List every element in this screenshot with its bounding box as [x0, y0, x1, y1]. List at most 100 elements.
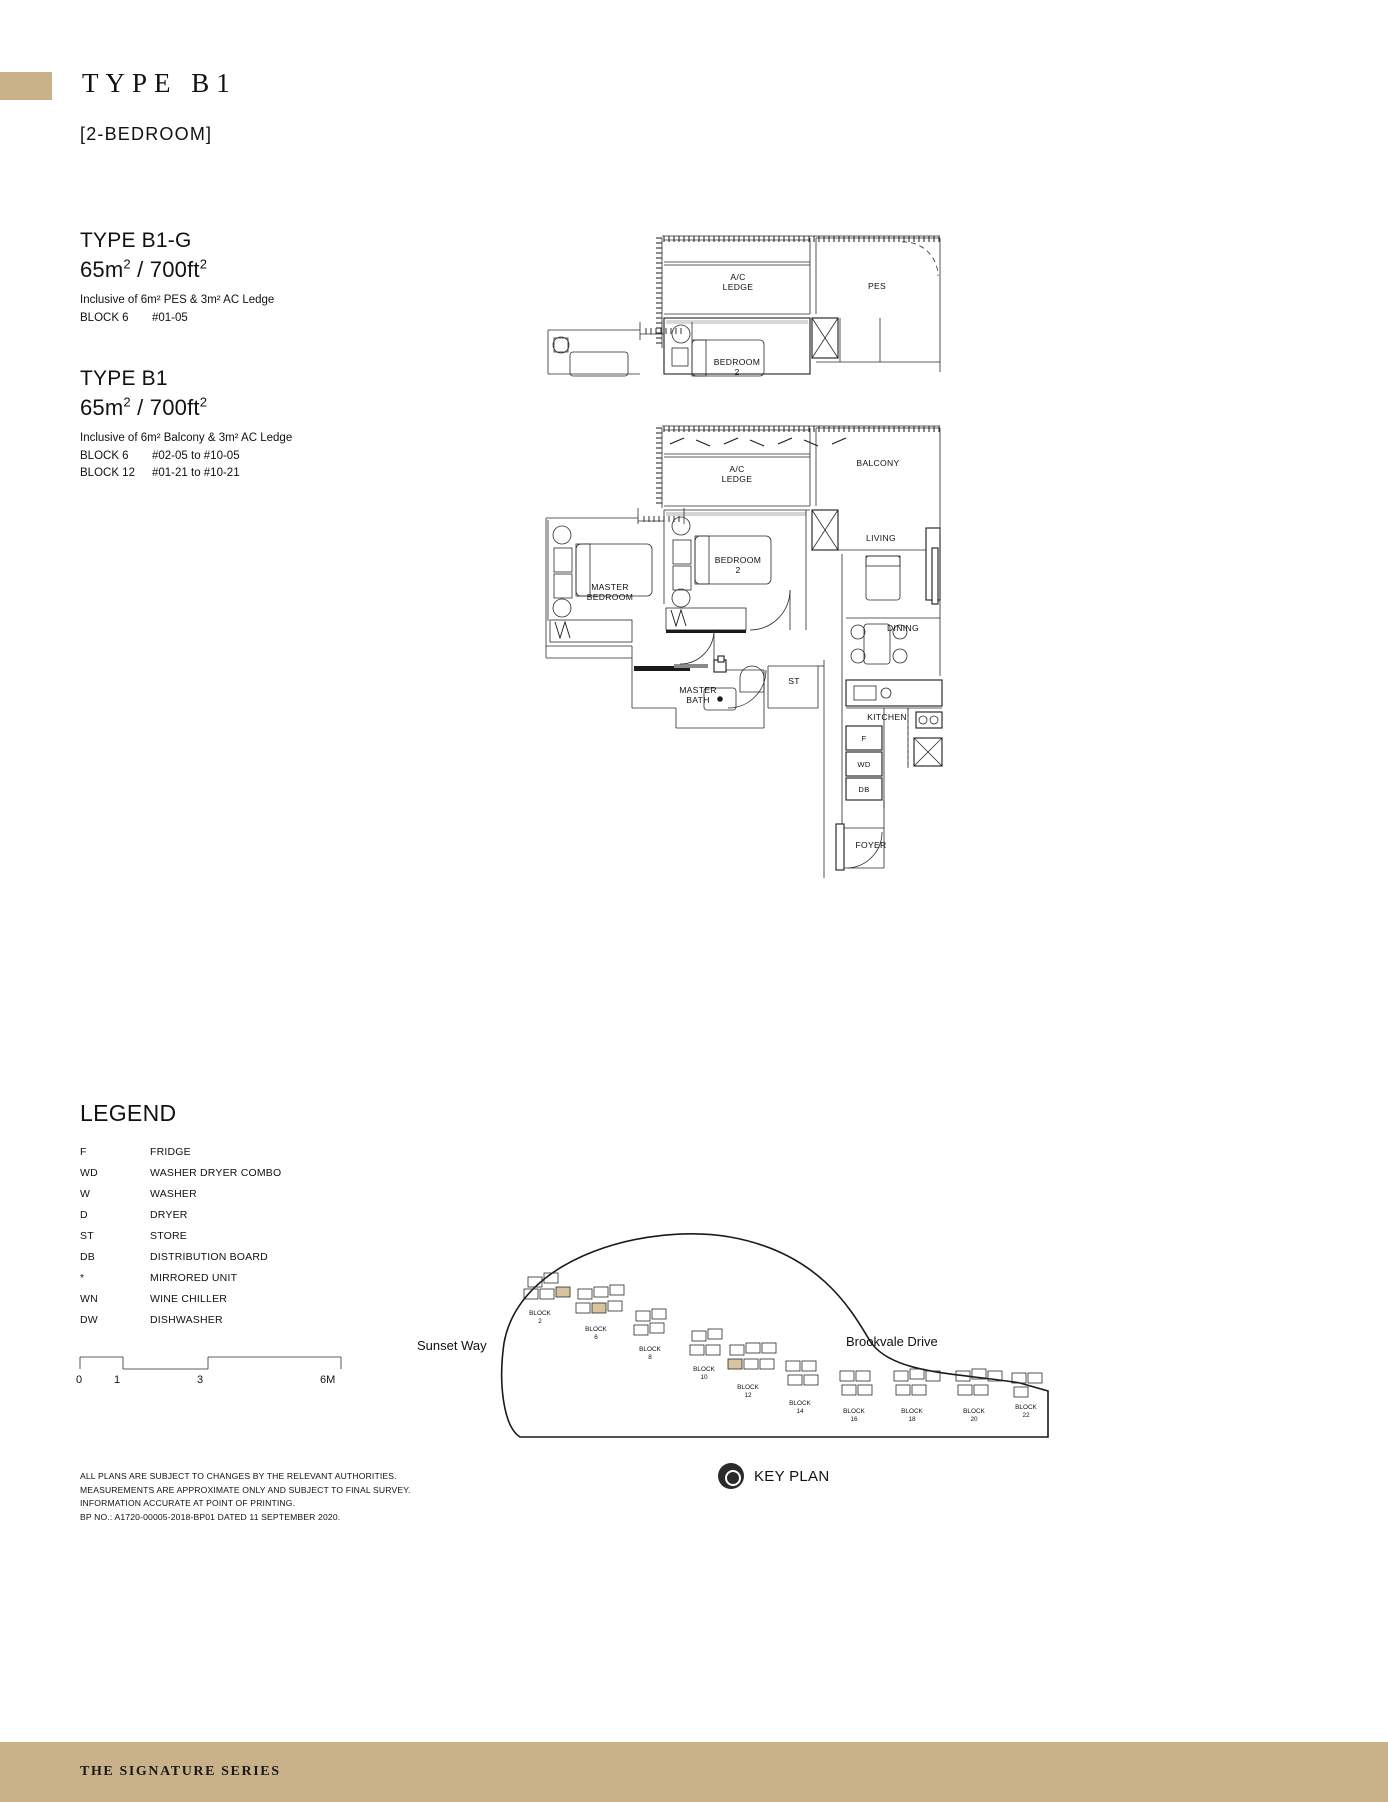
- room-label-distribution-board: DB: [858, 785, 869, 794]
- spec-block-b1g: TYPE B1-G 65m2 / 700ft2 Inclusive of 6m²…: [80, 228, 420, 327]
- spec-sup-sqft: 2: [199, 394, 208, 410]
- north-arrow-icon: [718, 1463, 744, 1489]
- legend-item: WN WINE CHILLER: [80, 1289, 410, 1310]
- spec-type-name: TYPE B1: [80, 367, 168, 390]
- room-label-pes: PES: [868, 281, 886, 291]
- spec-area-sep: /: [130, 395, 150, 421]
- room-label-kitchen: KITCHEN: [867, 712, 907, 722]
- legend-item: ST STORE: [80, 1226, 410, 1247]
- legend-title: LEGEND: [80, 1100, 177, 1126]
- disclaimer-line: ALL PLANS ARE SUBJECT TO CHANGES BY THE …: [80, 1471, 397, 1481]
- spec-block-row: BLOCK 6 #01-05: [80, 310, 420, 328]
- spec-inclusive-note: Inclusive of 6m² Balcony & 3m² AC Ledge: [80, 431, 293, 444]
- legend-item: WD WASHER DRYER COMBO: [80, 1163, 410, 1184]
- legend-value: DISHWASHER: [150, 1314, 223, 1326]
- spec-area: 65m2 / 700ft2: [80, 256, 420, 285]
- footer-band: THE SIGNATURE SERIES: [0, 1714, 1388, 1802]
- legend-value: DISTRIBUTION BOARD: [150, 1251, 268, 1263]
- spec-area: 65m2 / 700ft2: [80, 394, 420, 423]
- spec-block-units: #01-05: [152, 311, 188, 324]
- spec-area-sqm: 65m: [80, 257, 124, 283]
- legend-key: DW: [80, 1314, 98, 1326]
- spec-sup-sqm: 2: [123, 394, 131, 410]
- legend-item: W WASHER: [80, 1184, 410, 1205]
- legend-value: FRIDGE: [150, 1146, 191, 1158]
- room-label-store: ST: [788, 676, 800, 686]
- legend-key: WD: [80, 1167, 98, 1179]
- disclaimer-line: INFORMATION ACCURATE AT POINT OF PRINTIN…: [80, 1498, 296, 1508]
- spec-block-name: BLOCK 6: [80, 311, 129, 324]
- room-label-dining: DINING: [887, 623, 919, 633]
- legend-key: ST: [80, 1230, 94, 1242]
- legend-value: DRYER: [150, 1209, 188, 1221]
- disclaimer: ALL PLANS ARE SUBJECT TO CHANGES BY THE …: [80, 1470, 500, 1524]
- spec-area-sep: /: [130, 257, 150, 283]
- page-title: TYPE B1: [82, 68, 237, 98]
- gold-accent-tab: [0, 72, 52, 100]
- legend-value: WASHER DRYER COMBO: [150, 1167, 282, 1179]
- bedroom-count-label: [2-BEDROOM]: [80, 124, 213, 144]
- legend-item: D DRYER: [80, 1205, 410, 1226]
- legend-item: * MIRRORED UNIT: [80, 1268, 410, 1289]
- key-plan-label: KEY PLAN: [754, 1467, 830, 1485]
- room-label-fridge: F: [862, 734, 867, 743]
- spec-block-row: BLOCK 6 #02-05 to #10-05: [80, 448, 420, 466]
- footer-series-label: THE SIGNATURE SERIES: [80, 1764, 281, 1779]
- disclaimer-line: MEASUREMENTS ARE APPROXIMATE ONLY AND SU…: [80, 1484, 411, 1495]
- spec-inclusive-note: Inclusive of 6m² PES & 3m² AC Ledge: [80, 293, 275, 306]
- road-label-sunset-way: Sunset Way: [417, 1338, 487, 1353]
- scale-tick: 1: [114, 1374, 121, 1386]
- legend-value: WASHER: [150, 1188, 197, 1200]
- spec-block-b1: TYPE B1 65m2 / 700ft2 Inclusive of 6m² B…: [80, 366, 420, 483]
- room-label-foyer: FOYER: [855, 840, 886, 850]
- spec-block-units: #02-05 to #10-05: [152, 449, 240, 462]
- spec-block-name: BLOCK 6: [80, 449, 129, 462]
- legend-key: *: [80, 1272, 85, 1284]
- spec-type-name: TYPE B1-G: [80, 229, 192, 252]
- spec-block-name: BLOCK 12: [80, 467, 135, 480]
- legend-key: D: [80, 1209, 88, 1221]
- road-label-brookvale-drive: Brookvale Drive: [846, 1334, 938, 1349]
- scale-bar: [78, 1355, 343, 1373]
- legend-item: F FRIDGE: [80, 1142, 410, 1163]
- legend-value: MIRRORED UNIT: [150, 1272, 238, 1284]
- spec-sup-sqm: 2: [123, 256, 131, 272]
- spec-area-sqft: 700ft: [149, 395, 200, 421]
- scale-tick-labels: 0 1 3 6M: [72, 1374, 362, 1390]
- legend-list: F FRIDGE WD WASHER DRYER COMBO W WASHER D DR…: [80, 1142, 410, 1331]
- room-label-washer-dryer: WD: [857, 760, 870, 769]
- footer-gold-bar: [0, 1742, 1388, 1802]
- legend-value: STORE: [150, 1230, 187, 1242]
- spec-block-row: BLOCK 12 #01-21 to #10-21: [80, 465, 420, 483]
- scale-tick: 0: [76, 1374, 83, 1386]
- legend-value: WINE CHILLER: [150, 1293, 228, 1305]
- key-plan-caption: KEY PLAN: [718, 1463, 830, 1489]
- spec-area-sqft: 700ft: [149, 257, 200, 283]
- room-label-balcony: BALCONY: [856, 458, 899, 468]
- scale-tick: 3: [197, 1374, 204, 1386]
- room-label-living: LIVING: [866, 533, 896, 543]
- legend-key: F: [80, 1146, 87, 1158]
- legend-key: WN: [80, 1293, 98, 1305]
- spec-block-units: #01-21 to #10-21: [152, 467, 240, 480]
- legend-key: W: [80, 1188, 91, 1200]
